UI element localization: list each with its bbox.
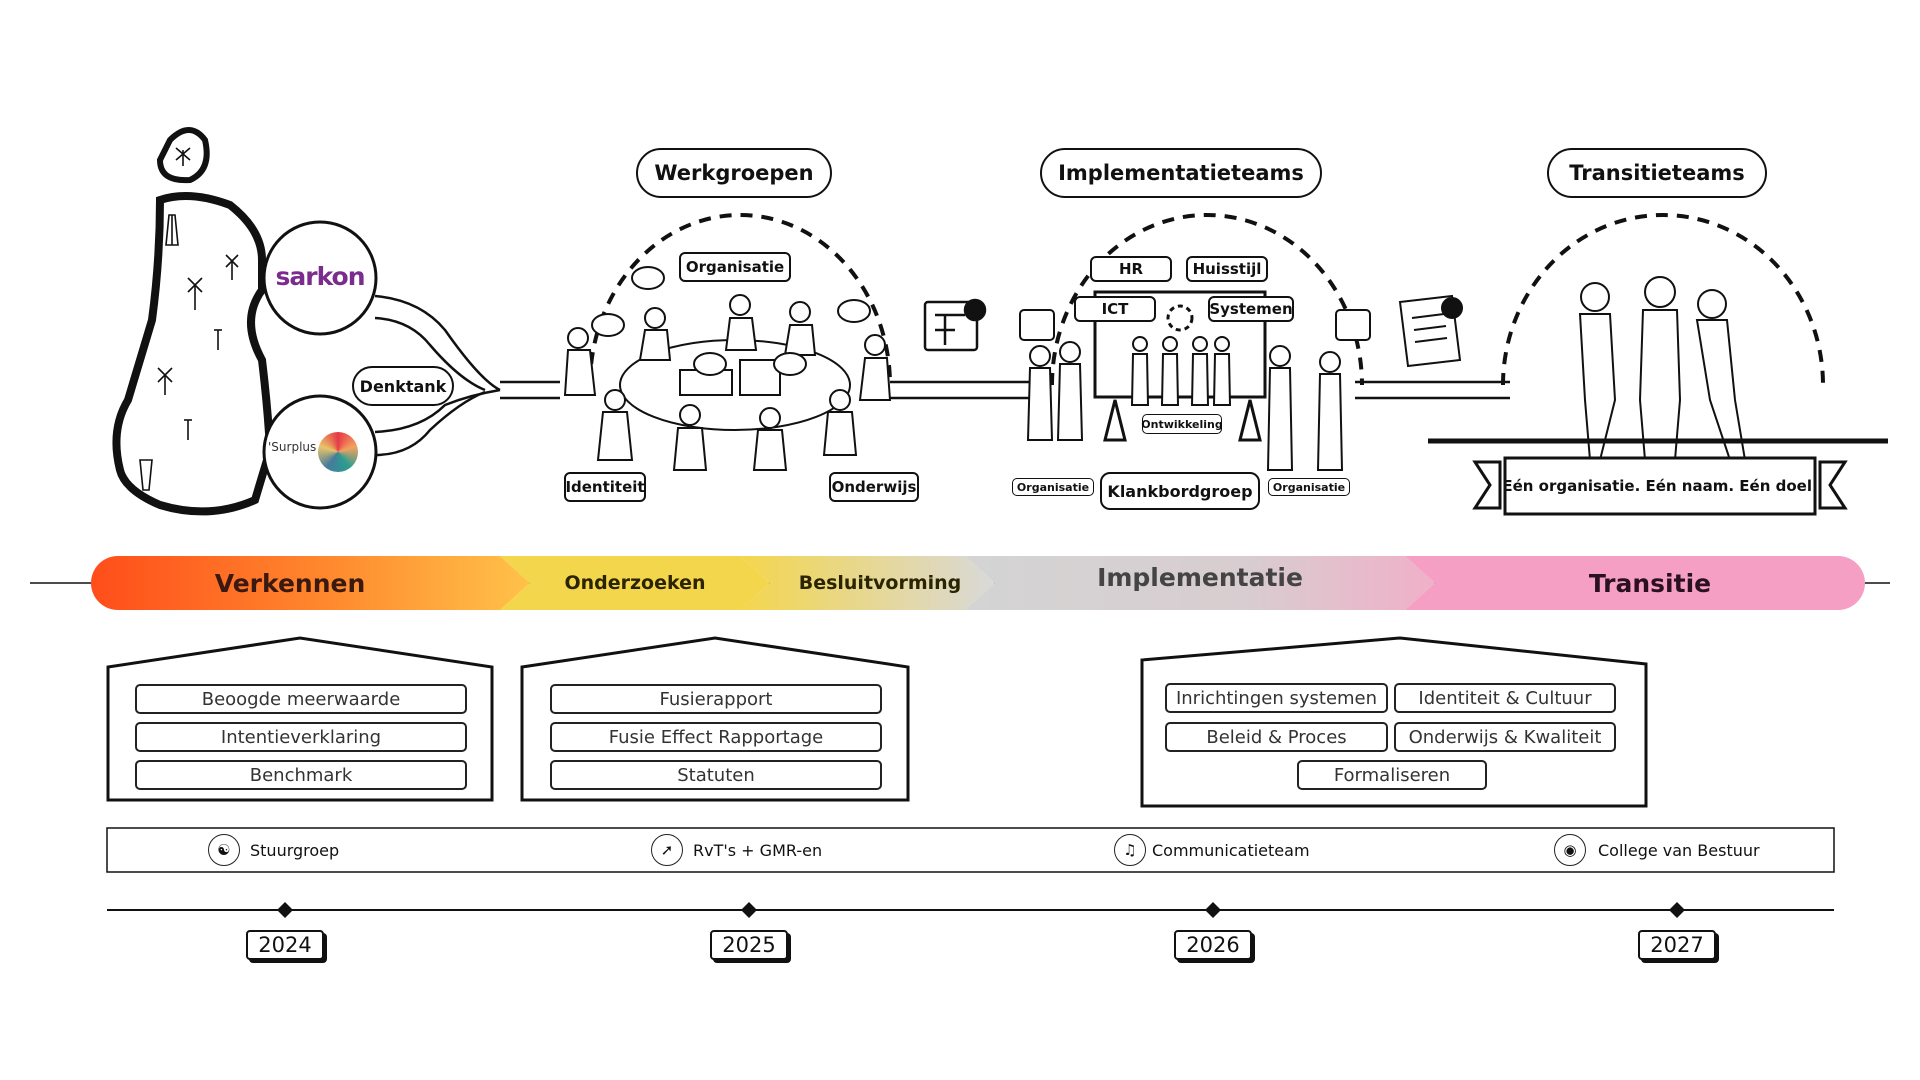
tag-onderwijs: Onderwijs	[829, 472, 919, 502]
deliverable-houses	[106, 636, 1648, 808]
tag-systemen: Systemen	[1208, 296, 1294, 322]
surplus-logo: 'Surplus	[268, 440, 316, 454]
people-implementatie	[1026, 336, 1344, 471]
deliverable-formaliseren: Formaliseren	[1297, 760, 1487, 790]
governance-label: College van Bestuur	[1598, 840, 1760, 860]
people-werkgroepen	[563, 294, 892, 471]
merge-roads	[374, 294, 1510, 457]
transitie-banner-text: Eén organisatie. Eén naam. Eén doel.	[1502, 477, 1818, 495]
megaphone-icon: ♫	[1114, 834, 1146, 866]
team-icon: ☯	[208, 834, 240, 866]
werkgroepen-title: Werkgroepen	[636, 148, 832, 198]
phase-verkennen: Verkennen	[214, 568, 366, 598]
tag-huisstijl: Huisstijl	[1186, 256, 1268, 282]
deliverable-intentieverklaring: Intentieverklaring	[135, 722, 467, 752]
denktank-label: Denktank	[352, 366, 454, 406]
year-2026: 2026	[1174, 930, 1252, 960]
sarkon-logo-text: sarkon	[275, 262, 365, 291]
compass-icon: ➚	[651, 834, 683, 866]
deliverable-fusierapport: Fusierapport	[550, 684, 882, 714]
tag-hr: HR	[1090, 256, 1172, 282]
phase-transitie: Transitie	[1588, 568, 1712, 598]
dashed-domes	[588, 213, 1825, 386]
deliverable-identiteit-cultuur: Identiteit & Cultuur	[1394, 683, 1616, 713]
surplus-logo-text: 'Surplus	[268, 440, 317, 454]
tag-identiteit: Identiteit	[564, 472, 646, 502]
sarkon-logo: sarkon	[274, 262, 366, 291]
province-map-drawing	[112, 127, 275, 516]
year-markers	[277, 902, 1685, 918]
tag-organisatie-left: Organisatie	[1012, 478, 1094, 496]
feedback-icons	[1019, 309, 1371, 341]
deliverable-beleid-proces: Beleid & Proces	[1165, 722, 1388, 752]
blueprint-icon	[923, 298, 987, 352]
deliverable-fusie-effect-rapportage: Fusie Effect Rapportage	[550, 722, 882, 752]
deliverable-inrichtingen-systemen: Inrichtingen systemen	[1165, 683, 1388, 713]
deliverable-statuten: Statuten	[550, 760, 882, 790]
phase-besluitvorming: Besluitvorming	[798, 572, 962, 594]
speech-bubbles	[591, 266, 871, 376]
tag-ict: ICT	[1074, 296, 1156, 322]
implementatieteams-title: Implementatieteams	[1040, 148, 1322, 198]
governance-label: Communicatieteam	[1152, 840, 1310, 860]
governance-college-van-bestuur: ◉ College van Bestuur	[1554, 834, 1760, 866]
surplus-logo-mark	[318, 432, 358, 472]
document-icon	[1398, 294, 1463, 368]
governance-communicatieteam: ♫ Communicatieteam	[1114, 834, 1310, 866]
deliverable-onderwijs-kwaliteit: Onderwijs & Kwaliteit	[1394, 722, 1616, 752]
eye-icon: ◉	[1554, 834, 1586, 866]
year-2025: 2025	[710, 930, 788, 960]
tag-organisatie: Organisatie	[679, 252, 791, 282]
year-2027: 2027	[1638, 930, 1716, 960]
people-transitie	[1578, 276, 1747, 461]
governance-label: Stuurgroep	[250, 840, 340, 860]
phase-implementatie: Implementatie	[1097, 562, 1303, 592]
map-decorations	[139, 147, 239, 491]
governance-label: RvT's + GMR-en	[693, 840, 823, 860]
governance-stuurgroep: ☯ Stuurgroep	[208, 834, 339, 866]
transitieteams-title: Transitieteams	[1547, 148, 1767, 198]
governance-rvt-gmr: ➚ RvT's + GMR-en	[651, 834, 822, 866]
deliverable-beoogde-meerwaarde: Beoogde meerwaarde	[135, 684, 467, 714]
tag-ontwikkeling: Ontwikkeling	[1141, 414, 1223, 434]
tag-klankbordgroep: Klankbordgroep	[1100, 472, 1260, 510]
ribbon-banner	[1472, 456, 1848, 516]
deliverable-benchmark: Benchmark	[135, 760, 467, 790]
year-2024: 2024	[246, 930, 324, 960]
tag-organisatie-right: Organisatie	[1268, 478, 1350, 496]
governance-frame	[106, 827, 1835, 873]
phase-onderzoeken: Onderzoeken	[564, 572, 706, 594]
phase-band	[91, 556, 1865, 610]
